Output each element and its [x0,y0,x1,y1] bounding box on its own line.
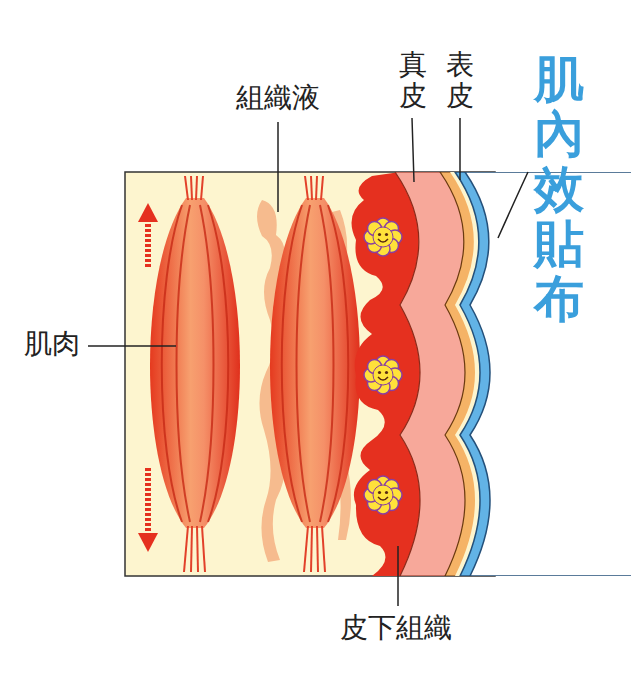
muscle [150,176,360,572]
layer-label: 皮下組織 [340,612,452,644]
layer-label: 肌肉 [24,328,80,360]
layer-label: 表皮 [446,50,474,112]
layer-label: 組織液 [236,82,320,114]
tape-title: 肌內效貼布 [534,52,584,327]
flower-cell [364,218,402,514]
skin-layers [352,172,631,576]
stretch-arrow [138,203,158,552]
layer-label: 真皮 [399,50,427,112]
leader-line [88,118,528,606]
